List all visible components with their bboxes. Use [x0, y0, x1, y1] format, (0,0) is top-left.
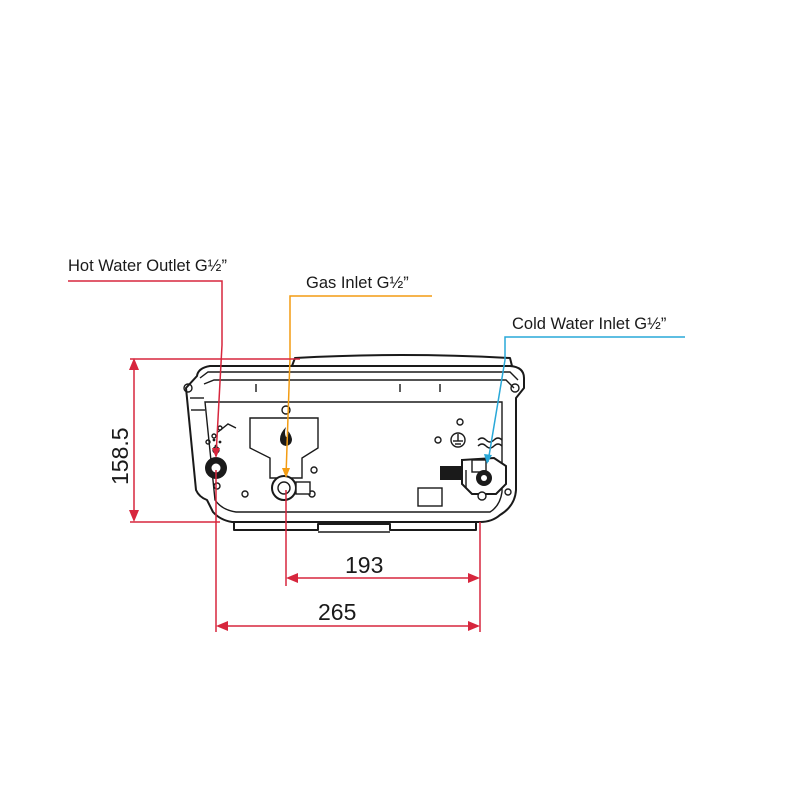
shower-icon [212, 423, 237, 448]
heater-body [183, 354, 525, 533]
hot-water-outlet-label: Hot Water Outlet G½” [68, 257, 227, 275]
hot-water-leader [68, 280, 223, 458]
hot-to-cold-dimension [216, 621, 480, 631]
height-dimension [129, 358, 300, 523]
junction-box [417, 487, 443, 507]
gas-to-cold-dimension-value: 193 [345, 552, 383, 578]
cold-water-leader [484, 336, 685, 464]
ground-icon [450, 432, 466, 448]
cold-water-valve [440, 456, 507, 501]
gas-inlet-label: Gas Inlet G½” [306, 274, 409, 292]
gas-leader [282, 295, 432, 478]
hot-to-cold-dimension-value: 265 [318, 599, 356, 625]
cold-water-inlet-label: Cold Water Inlet G½” [512, 315, 666, 333]
gas-to-cold-dimension [286, 573, 480, 583]
height-dimension-value: 158.5 [107, 427, 133, 485]
gas-panel [249, 405, 319, 501]
flame-icon [280, 427, 292, 446]
